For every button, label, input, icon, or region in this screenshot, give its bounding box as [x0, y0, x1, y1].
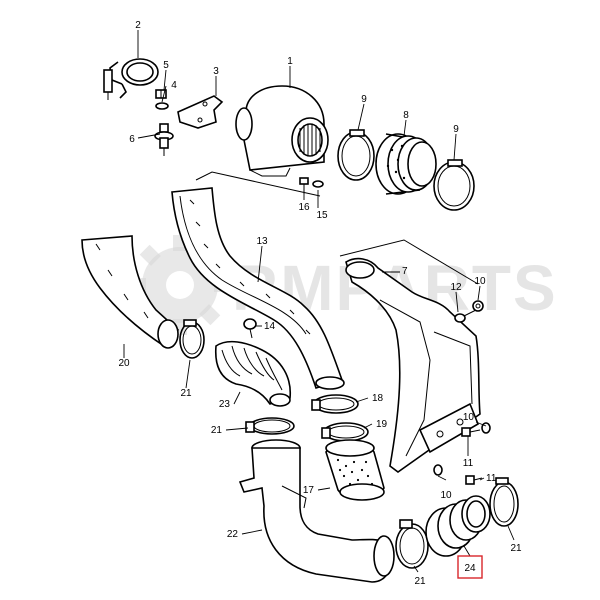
callout-10-lower: 10 — [440, 490, 452, 501]
part-24-boot — [425, 495, 491, 557]
callout-21-lower: 21 — [414, 576, 426, 587]
callout-labels: 2 1 3 5 4 6 8 9 9 16 15 13 7 10 12 14 18… — [118, 20, 522, 587]
part-15-washer — [312, 180, 324, 188]
callout-12: 12 — [450, 282, 462, 293]
callout-21-right: 21 — [510, 543, 522, 554]
part-7-housing — [339, 239, 481, 473]
callout-2: 2 — [135, 20, 141, 31]
part-14-screw — [243, 318, 257, 339]
callout-17: 17 — [303, 485, 315, 496]
part-1-blower-housing — [235, 85, 329, 177]
callout-14: 14 — [264, 321, 276, 332]
callout-24: 24 — [464, 563, 476, 574]
part-18-clamp — [311, 394, 359, 414]
callout-16: 16 — [298, 202, 310, 213]
part-5-nut — [155, 89, 167, 99]
part-20-left-duct — [81, 235, 180, 349]
callout-10-middle: 10 — [463, 412, 475, 423]
leader-lines — [123, 30, 515, 573]
part-17-sleeve — [325, 439, 385, 501]
callout-1: 1 — [287, 56, 293, 67]
part-10-washer-upper — [472, 300, 484, 312]
callout-7: 7 — [402, 266, 408, 277]
part-21-clamp-right — [489, 477, 519, 527]
callout-13: 13 — [256, 236, 268, 247]
part-21-clamp-lower — [395, 519, 429, 569]
callout-10-upper: 10 — [474, 276, 486, 287]
part-23-flex-hose — [214, 340, 291, 407]
part-8-bellows — [375, 133, 437, 195]
part-11-bolt-middle — [461, 427, 481, 437]
callout-5: 5 — [163, 60, 169, 71]
callout-19: 19 — [376, 419, 388, 430]
callout-9-upper: 9 — [361, 94, 367, 105]
part-19-clamp — [321, 422, 369, 442]
callout-15: 15 — [316, 210, 328, 221]
part-10-washer-lower — [433, 464, 443, 476]
callout-8: 8 — [403, 110, 409, 121]
part-13-upper-duct — [171, 171, 345, 390]
callout-11-lower: 11 — [486, 473, 497, 484]
part-9-clamp-right — [433, 159, 475, 211]
callout-9-right: 9 — [453, 124, 459, 135]
part-21-clamp-mid — [245, 417, 295, 435]
part-21-clamp-left — [179, 319, 205, 359]
part-11-bolt-lower — [465, 475, 483, 485]
part-9-clamp-upper — [337, 129, 375, 181]
part-4-washer — [155, 102, 169, 110]
callout-20: 20 — [118, 358, 130, 369]
callout-4: 4 — [171, 80, 177, 91]
callout-21-left: 21 — [180, 388, 192, 399]
callout-3: 3 — [213, 66, 219, 77]
callout-21-mid: 21 — [211, 425, 223, 436]
part-12-screw — [454, 309, 477, 323]
callout-23: 23 — [219, 399, 231, 410]
part-2-clamp-bracket — [103, 58, 159, 100]
callout-22: 22 — [227, 529, 239, 540]
callout-18: 18 — [372, 393, 384, 404]
part-6-rubber-mount — [154, 123, 174, 156]
callout-6: 6 — [129, 134, 135, 145]
callout-11-middle: 11 — [463, 458, 474, 469]
part-3-bracket — [177, 95, 224, 129]
part-22-lower-pipe — [238, 439, 395, 583]
part-24-highlight-box — [457, 555, 483, 579]
